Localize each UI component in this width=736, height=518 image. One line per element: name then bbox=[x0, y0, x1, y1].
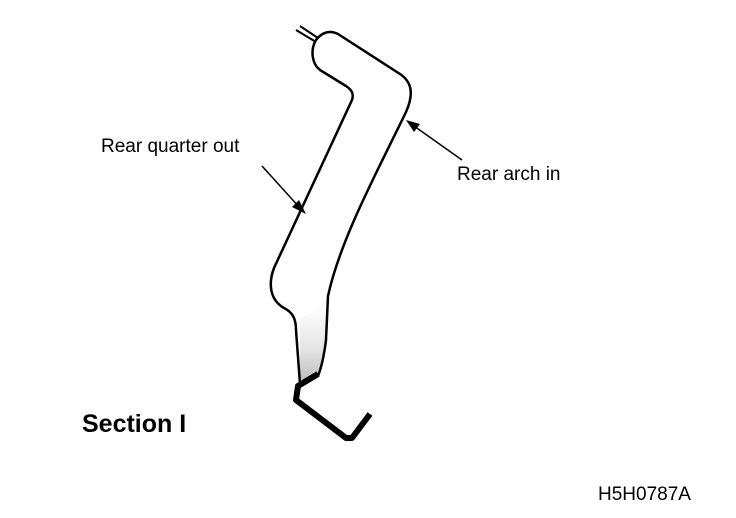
rear-quarter-out-leader bbox=[261, 165, 301, 209]
figure-code: H5H0787A bbox=[598, 484, 691, 505]
rear-panel-outline bbox=[269, 30, 413, 386]
rear-arch-in-leader bbox=[413, 125, 463, 161]
top-flange bbox=[295, 25, 319, 43]
lower-flange bbox=[293, 371, 373, 441]
rear-quarter-out-label: Rear quarter out bbox=[101, 136, 240, 157]
rear-quarter-out-arrowhead bbox=[292, 200, 306, 214]
section-title: Section I bbox=[82, 410, 187, 438]
rear-arch-in-arrowhead bbox=[406, 120, 420, 132]
rear-arch-in-label: Rear arch in bbox=[457, 164, 561, 185]
